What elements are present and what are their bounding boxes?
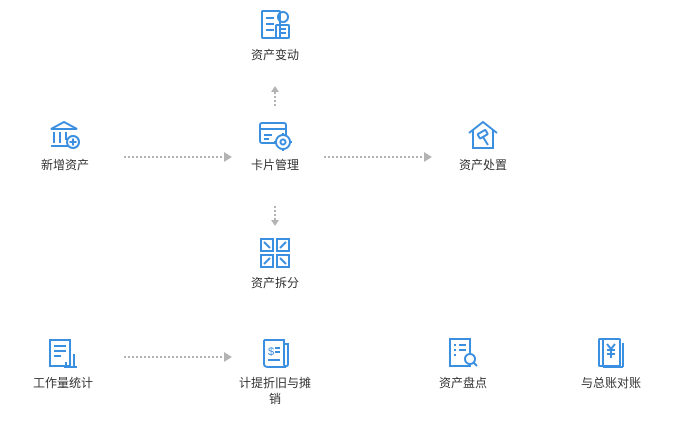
asset-inventory-node[interactable]: 资产盘点 bbox=[418, 336, 508, 391]
ledger-reconcile-label: 与总账对账 bbox=[580, 376, 641, 390]
asset-disposal-node[interactable]: 资产处置 bbox=[438, 118, 528, 173]
card-management-node[interactable]: 卡片管理 bbox=[230, 118, 320, 173]
svg-text:$: $ bbox=[268, 346, 274, 358]
asset-split-node[interactable]: 资产拆分 bbox=[230, 236, 320, 291]
card-management-label: 卡片管理 bbox=[250, 158, 299, 172]
arrow-right-1 bbox=[124, 152, 232, 162]
ledger-reconcile-node[interactable]: 与总账对账 bbox=[566, 336, 656, 391]
new-asset-label: 新增资产 bbox=[40, 158, 89, 172]
arrow-right-3 bbox=[124, 352, 232, 362]
document-user-icon bbox=[258, 8, 292, 42]
house-gavel-icon bbox=[466, 118, 500, 152]
arrow-right-2 bbox=[324, 152, 432, 162]
arrow-down bbox=[271, 206, 279, 226]
split-arrows-icon bbox=[258, 236, 292, 270]
depreciation-node[interactable]: $ 计提折旧与摊销 bbox=[239, 336, 311, 407]
asset-disposal-label: 资产处置 bbox=[458, 158, 507, 172]
card-gear-icon bbox=[258, 118, 292, 152]
new-asset-node[interactable]: 新增资产 bbox=[20, 118, 110, 173]
asset-change-label: 资产变动 bbox=[250, 48, 299, 62]
yen-document-icon bbox=[594, 336, 628, 370]
asset-split-label: 资产拆分 bbox=[250, 276, 299, 290]
asset-inventory-label: 资产盘点 bbox=[438, 376, 487, 390]
list-search-icon bbox=[446, 336, 480, 370]
arrow-up bbox=[271, 86, 279, 106]
bank-add-icon bbox=[48, 118, 82, 152]
workload-stats-label: 工作量统计 bbox=[32, 376, 93, 390]
depreciation-label: 计提折旧与摊销 bbox=[239, 376, 312, 406]
asset-change-node[interactable]: 资产变动 bbox=[230, 8, 320, 63]
workload-stats-node[interactable]: 工作量统计 bbox=[18, 336, 108, 391]
report-chart-icon bbox=[46, 336, 80, 370]
dollar-scroll-icon: $ bbox=[258, 336, 292, 370]
